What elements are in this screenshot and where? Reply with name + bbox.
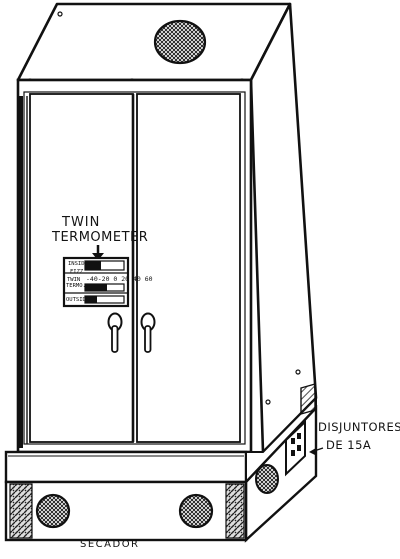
base-hatch-right [225, 483, 245, 539]
breakers-label-line1: DISJUNTORES [318, 420, 400, 434]
base-vent-grille-right [178, 493, 214, 529]
gauge-outside-label: OUTSIDE [66, 297, 90, 303]
thermometer-title-line1: TWIN [62, 215, 101, 230]
gauge-fizz-label: FIZZ [70, 269, 84, 275]
top-vent-grille [153, 19, 207, 65]
base-vent-grille-left [35, 493, 71, 529]
breaker-box [285, 419, 324, 477]
thermometer-title-line2: TERMOMETER [52, 230, 149, 245]
cabinet-base [4, 383, 318, 543]
side-vent-grille [255, 464, 279, 494]
base-hatch-left [9, 483, 33, 539]
cabinet-front [16, 78, 253, 454]
gauge-termo-label: TERMO. [66, 283, 86, 289]
door-handle-right [140, 312, 156, 353]
twin-thermometer-panel [62, 245, 130, 308]
gauge-inside-label: INSIDE [68, 261, 88, 267]
door-handle-left [107, 312, 123, 353]
gauge-scale: -40-20 0 20 40 60 [86, 275, 153, 283]
cabinet-top [16, 2, 292, 84]
breakers-label-line2: DE 15A [326, 438, 372, 452]
dryer-label: SECADOR [80, 539, 140, 550]
gauge-twin-label: TWIN [67, 277, 81, 283]
